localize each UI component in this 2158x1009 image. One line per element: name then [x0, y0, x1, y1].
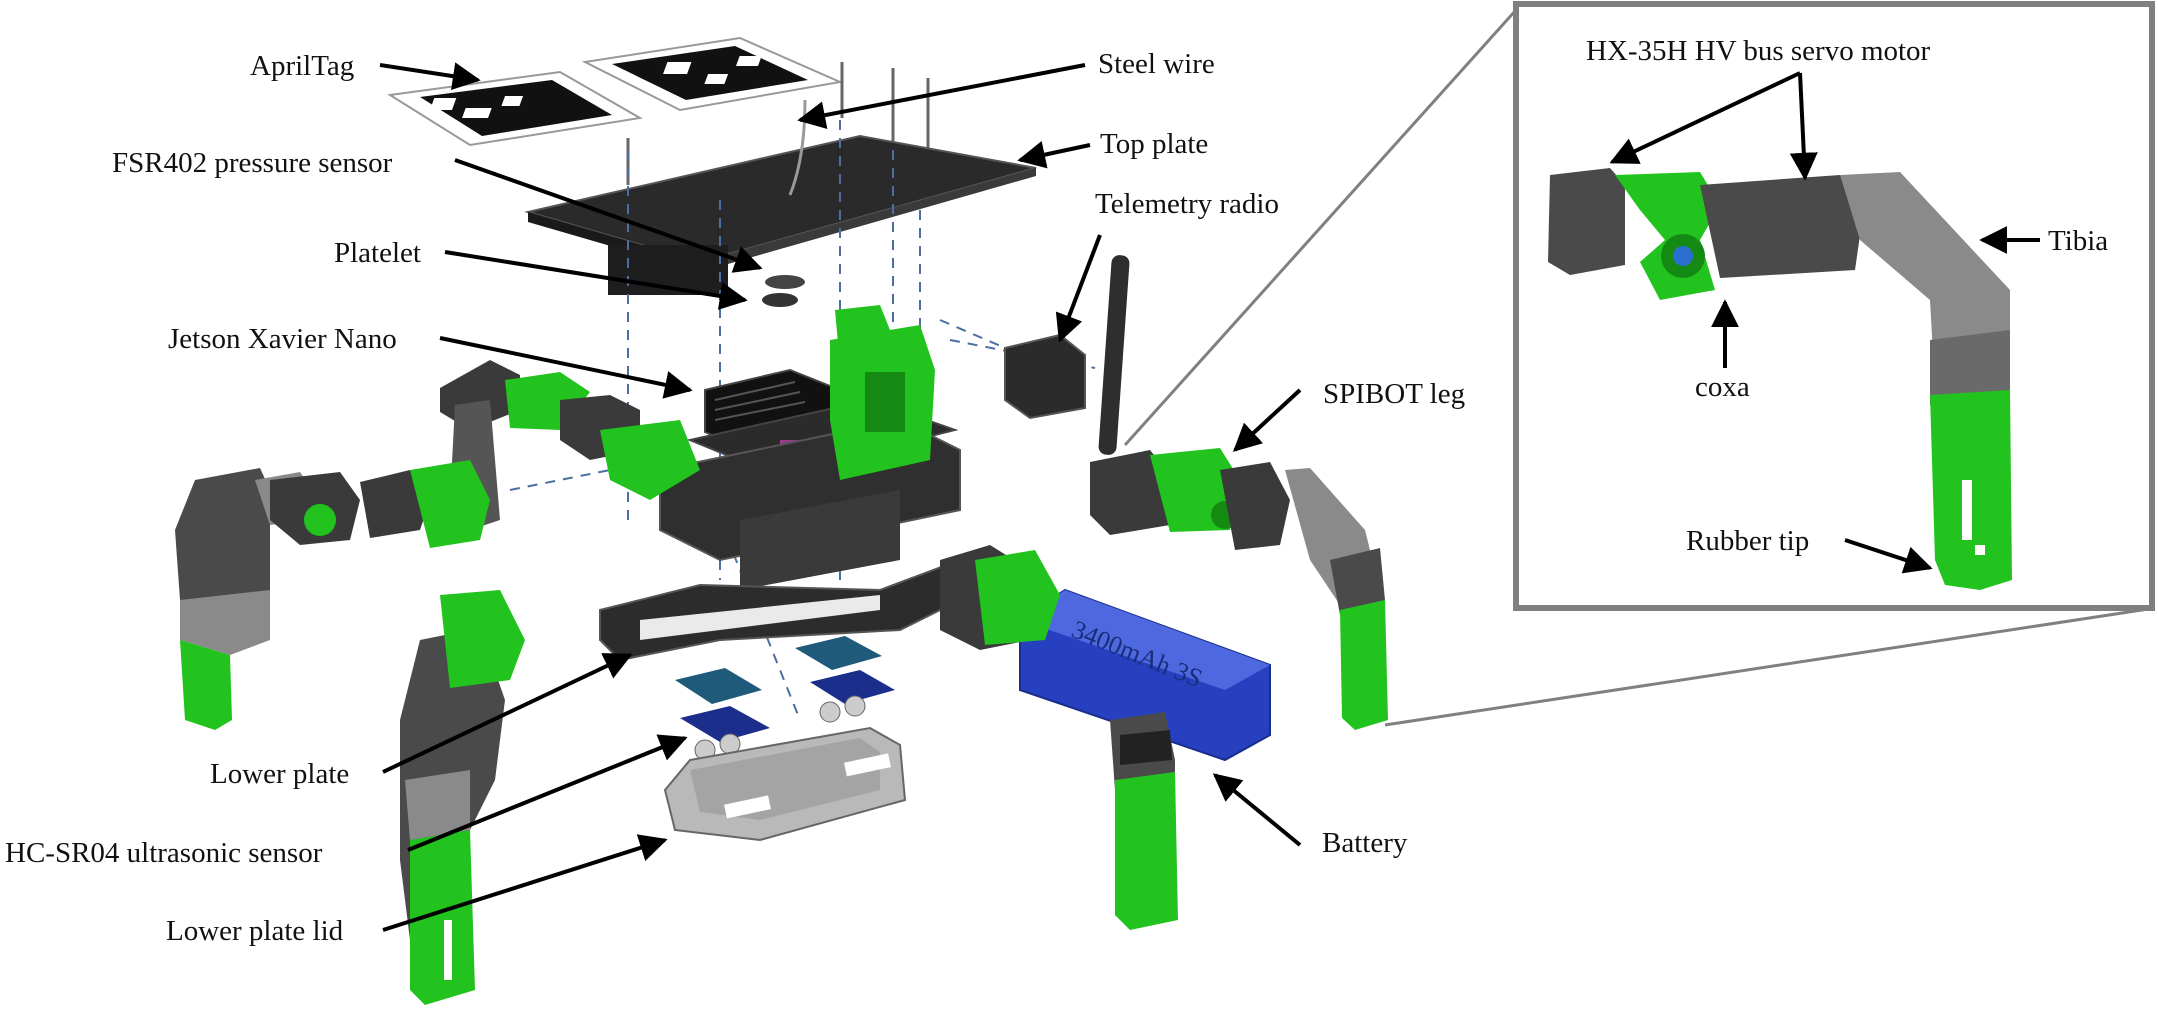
inset-panel: HX-35H HV bus servo motor Tibia coxa Rub… [1123, 1, 2156, 727]
label-spibot-leg: SPIBOT leg [1323, 378, 1465, 410]
inset-label-rubber-tip: Rubber tip [1686, 525, 1809, 557]
inset-frame [1513, 1, 2155, 611]
lower-plate-lid-part [663, 726, 907, 842]
label-lower-plate: Lower plate [210, 758, 349, 790]
leg-right [1090, 448, 1388, 730]
leg-front-right [940, 545, 1178, 930]
label-lower-plate-lid: Lower plate lid [166, 915, 344, 947]
main-labels: AprilTag FSR402 pressure sensor Platelet… [5, 48, 1465, 947]
callout-arrows [379, 62, 1302, 932]
label-steel-wire: Steel wire [1098, 48, 1215, 80]
label-platelet: Platelet [334, 237, 421, 269]
leg-front-left [400, 590, 525, 1005]
label-top-plate: Top plate [1100, 128, 1208, 160]
inset-connector-bottom [1384, 606, 2156, 727]
label-jetson: Jetson Xavier Nano [168, 323, 397, 355]
top-plate [524, 99, 1037, 295]
label-hc-sr04: HC-SR04 ultrasonic sensor [5, 837, 323, 869]
telemetry-radio-part [1004, 255, 1130, 455]
label-fsr402: FSR402 pressure sensor [112, 147, 393, 179]
inset-label-tibia: Tibia [2048, 225, 2108, 257]
label-battery: Battery [1322, 827, 1408, 859]
platelet-part [762, 293, 798, 307]
inset-label-servo: HX-35H HV bus servo motor [1586, 35, 1931, 67]
fsr-sensor-part [765, 275, 805, 289]
label-telemetry-radio: Telemetry radio [1095, 188, 1279, 220]
inset-arrows [1609, 71, 2040, 574]
ultrasonic-sensors-part [675, 636, 895, 761]
robot-illustration: 3400mAh 3S [175, 36, 1388, 1005]
label-apriltag: AprilTag [250, 50, 354, 82]
inset-labels: HX-35H HV bus servo motor Tibia coxa Rub… [1586, 35, 2108, 557]
inset-connector-top [1123, 8, 1518, 447]
apriltag-left [387, 70, 643, 147]
leg-back-right [830, 305, 935, 480]
inset-leg-drawing [1548, 168, 2012, 590]
inset-label-coxa: coxa [1695, 371, 1750, 403]
leg-left [175, 460, 490, 730]
apriltag-right [581, 36, 844, 112]
